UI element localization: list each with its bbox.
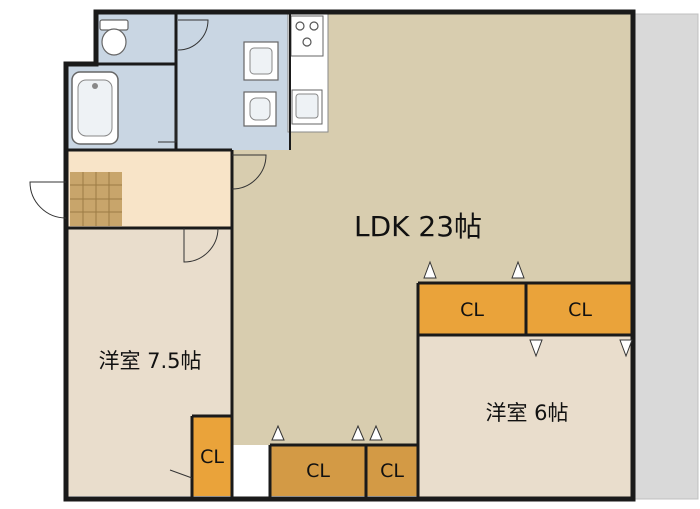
closet-bottom-wide — [270, 445, 366, 496]
door-swings — [29, 19, 267, 479]
western-room-left-label: 洋室 7.5帖 — [98, 349, 201, 373]
sink-icon — [291, 89, 323, 125]
sliding-door-marks — [271, 260, 633, 441]
closet-left-room-label: CL — [200, 446, 224, 468]
washbasin-icon — [243, 41, 279, 127]
ldk-floor — [232, 12, 633, 445]
closet-left-room — [192, 416, 232, 496]
closet-bottom-small-label: CL — [380, 460, 404, 482]
toilet-icon — [99, 19, 129, 56]
closet-right-upper-label: CL — [568, 299, 592, 321]
closet-right-upper — [526, 283, 633, 335]
closet-bottom-wide-label: CL — [306, 460, 330, 482]
washroom-floor — [176, 12, 290, 150]
balcony — [632, 13, 699, 500]
western-room-right-floor — [418, 335, 633, 497]
ldk-label: LDK 23帖 — [354, 210, 482, 243]
entrance-tiles — [70, 172, 122, 226]
closet-ldk-upper-label: CL — [460, 299, 484, 321]
stove-icon — [290, 15, 324, 57]
western-room-right-label: 洋室 6帖 — [485, 401, 568, 425]
bathtub-icon — [71, 71, 119, 145]
walls — [63, 9, 636, 502]
closet-ldk-upper — [418, 283, 526, 335]
closet-bottom-small — [366, 445, 418, 496]
